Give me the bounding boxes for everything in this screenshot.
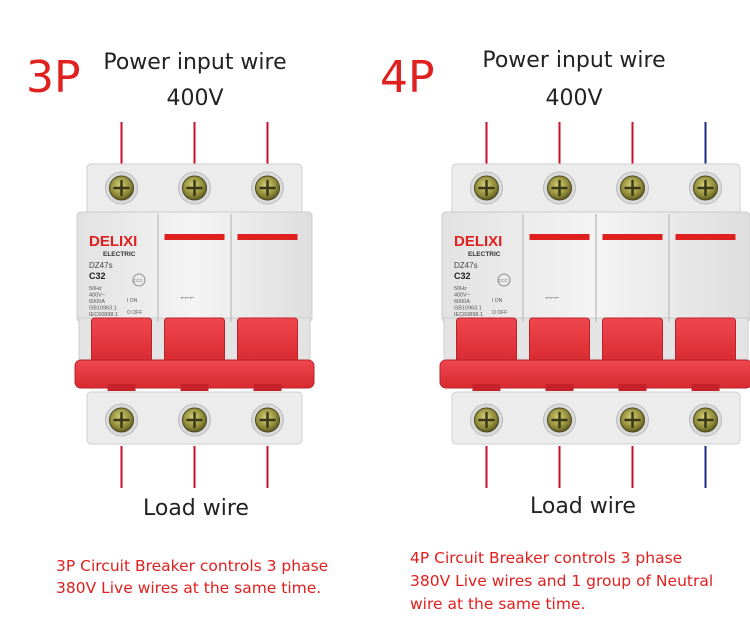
wiring-symbol: ⌐⌐⌐ xyxy=(546,293,560,302)
top-terminal-2-cross xyxy=(186,179,203,197)
handle-tie-bar xyxy=(74,359,315,389)
spec-line-3: 6000A xyxy=(454,299,470,305)
top-terminal-1-cross xyxy=(478,179,495,197)
rating-text: C32 xyxy=(454,271,471,281)
model-text: DZ47s xyxy=(89,261,113,270)
pole-stripe-3 xyxy=(602,234,663,240)
ccc-mark-text: CCC xyxy=(133,278,143,283)
bottom-terminal-3-cross xyxy=(259,411,276,429)
handle-1 xyxy=(91,317,152,363)
caption-3p-line1: 3P Circuit Breaker controls 3 phase xyxy=(56,557,329,575)
load-label-3p: Load wire xyxy=(143,496,249,521)
bottom-terminal-2-cross xyxy=(551,411,568,429)
brand-logo: DELIXI xyxy=(89,233,137,250)
top-terminal-2-cross xyxy=(551,179,568,197)
caption-4p-line2: 380V Live wires and 1 group of Neutral xyxy=(410,572,714,590)
handle-tie-bar xyxy=(439,359,750,389)
input-voltage-3p: 400V xyxy=(166,86,224,111)
handle-3 xyxy=(602,317,663,363)
ccc-mark-icon xyxy=(497,273,511,287)
spec-line-2: 400V~ xyxy=(454,293,470,299)
handle-notch-3 xyxy=(253,384,282,391)
switch-on-label: I ON xyxy=(492,298,503,304)
bottom-terminal-block xyxy=(451,391,741,445)
input-title-3p: Power input wire xyxy=(103,50,287,75)
caption-4p-line1: 4P Circuit Breaker controls 3 phase xyxy=(410,549,683,567)
spec-line-3: 6000A xyxy=(89,299,105,305)
top-terminal-3-cross xyxy=(624,179,641,197)
model-text: DZ47s xyxy=(454,261,478,270)
load-label-4p: Load wire xyxy=(530,494,636,519)
spec-line-1: 50Hz xyxy=(454,286,467,292)
bottom-terminal-3-cross xyxy=(624,411,641,429)
spec-line-5: IEC60898.1 xyxy=(89,312,118,318)
caption-3p-line2: 380V Live wires at the same time. xyxy=(56,579,322,597)
ccc-mark-icon xyxy=(132,273,146,287)
bottom-terminal-1-cross xyxy=(113,411,130,429)
spec-line-2: 400V~ xyxy=(89,293,105,299)
bottom-terminal-4-cross xyxy=(697,411,714,429)
handle-2 xyxy=(529,317,590,363)
pole-stripe-2 xyxy=(529,234,590,240)
rating-text: C32 xyxy=(89,271,106,281)
handle-3 xyxy=(237,317,298,363)
handle-4 xyxy=(675,317,736,363)
switch-off-label: O OFF xyxy=(492,310,507,316)
handle-notch-2 xyxy=(180,384,209,391)
switch-off-label: O OFF xyxy=(127,310,142,316)
top-terminal-1-cross xyxy=(113,179,130,197)
spec-line-1: 50Hz xyxy=(89,286,102,292)
spec-line-4: GB10963.1 xyxy=(89,306,117,312)
brand-sub: ELECTRIC xyxy=(103,251,136,258)
switch-on-label: I ON xyxy=(127,298,138,304)
pole-label-4p: 4P xyxy=(380,52,435,103)
top-terminal-4-cross xyxy=(697,179,714,197)
handle-notch-4 xyxy=(691,384,720,391)
wiring-symbol: ⌐⌐⌐ xyxy=(181,293,195,302)
bottom-terminal-2-cross xyxy=(186,411,203,429)
ccc-mark-text: CCC xyxy=(498,278,508,283)
pole-stripe-4 xyxy=(675,234,736,240)
brand-sub: ELECTRIC xyxy=(468,251,501,258)
spec-line-4: GB10963.1 xyxy=(454,306,482,312)
handle-notch-3 xyxy=(618,384,647,391)
input-title-4p: Power input wire xyxy=(482,48,666,73)
caption-4p-line3: wire at the same time. xyxy=(410,595,586,613)
top-terminal-3-cross xyxy=(259,179,276,197)
pole-label-3p: 3P xyxy=(26,52,81,103)
handle-1 xyxy=(456,317,517,363)
pole-stripe-3 xyxy=(237,234,298,240)
handle-notch-1 xyxy=(472,384,501,391)
bottom-terminal-1-cross xyxy=(478,411,495,429)
pole-stripe-2 xyxy=(164,234,225,240)
spec-line-5: IEC60898.1 xyxy=(454,312,483,318)
handle-2 xyxy=(164,317,225,363)
brand-logo: DELIXI xyxy=(454,233,502,250)
input-voltage-4p: 400V xyxy=(545,86,603,111)
handle-notch-1 xyxy=(107,384,136,391)
handle-notch-2 xyxy=(545,384,574,391)
